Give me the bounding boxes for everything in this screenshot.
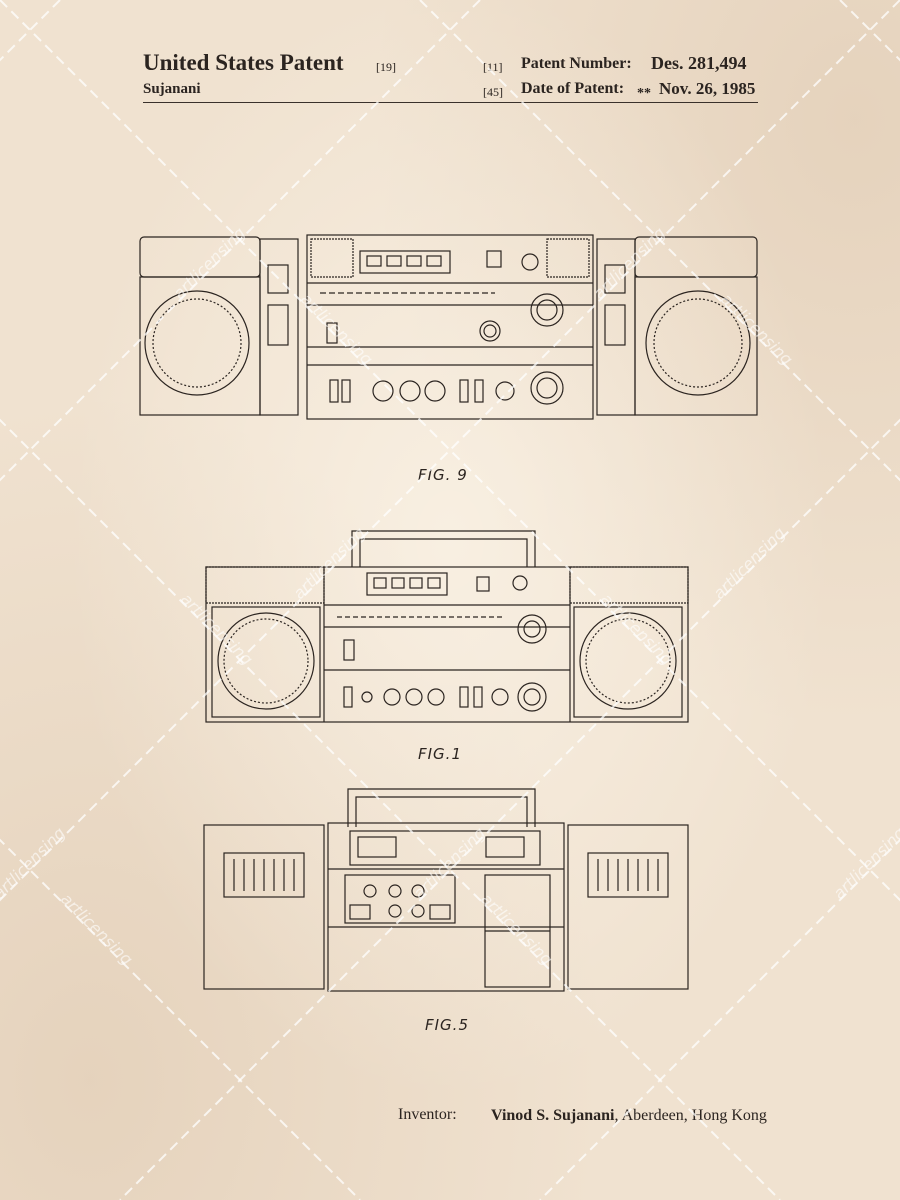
code-19: [19] — [376, 60, 396, 74]
inventor-location: , Aberdeen, Hong Kong — [614, 1107, 767, 1124]
fig1-drawing — [205, 530, 689, 723]
patent-date: Nov. 26, 1985 — [659, 79, 756, 98]
date-label: Date of Patent: — [521, 80, 625, 97]
inventor-name: Vinod S. Sujanani — [491, 1107, 615, 1124]
inventor-surname: Sujanani — [143, 81, 201, 97]
patent-header: United States Patent [19] Sujanani [11] … — [143, 50, 758, 106]
inventor-line: Vinod S. Sujanani, Aberdeen, Hong Kong — [491, 1106, 771, 1126]
fig9-label: FIG. 9 — [418, 466, 468, 484]
patent-number: Des. 281,494 — [651, 53, 747, 73]
date-stars: ** — [637, 86, 651, 101]
code-11: [11] — [483, 60, 503, 74]
code-45: [45] — [483, 85, 503, 99]
fig1-label: FIG.1 — [418, 745, 462, 763]
patent-number-label: Patent Number: — [521, 55, 632, 72]
inventor-label: Inventor: — [398, 1106, 457, 1123]
header-rule — [143, 102, 758, 103]
patent-title: United States Patent — [143, 50, 344, 75]
fig9-drawing — [139, 234, 758, 420]
fig5-drawing — [203, 788, 689, 992]
fig5-label: FIG.5 — [425, 1016, 469, 1034]
